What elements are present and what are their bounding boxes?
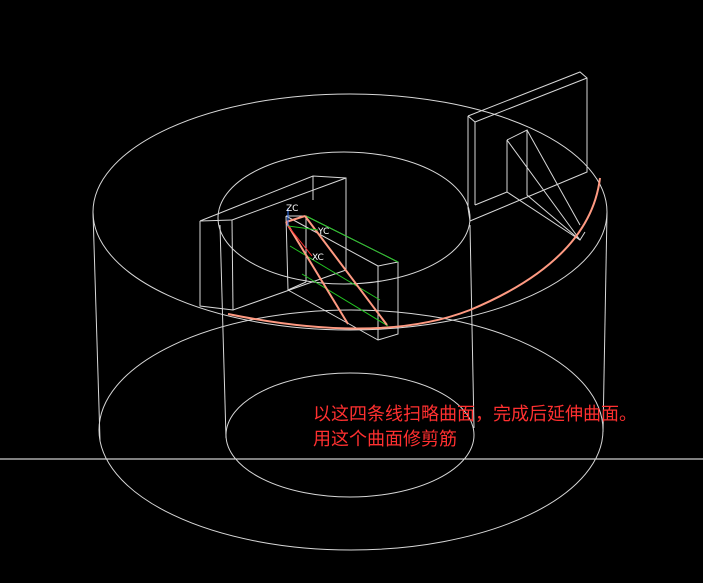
sweep-arc-curve[interactable] bbox=[227, 177, 601, 330]
inner-bore-left-edge bbox=[219, 224, 227, 439]
outer-cylinder-left-edge bbox=[92, 211, 101, 441]
inner-bore-top-ellipse bbox=[217, 151, 471, 285]
annotation-line-2: 用这个曲面修剪筋 bbox=[313, 429, 457, 450]
y-axis-line bbox=[287, 225, 319, 231]
inner-bore bbox=[217, 151, 475, 498]
coordinate-triad: ZC YC XC bbox=[286, 204, 329, 263]
x-axis-label: XC bbox=[312, 253, 324, 263]
sweep-line-1[interactable] bbox=[285, 215, 306, 223]
outer-cylinder-top-ellipse bbox=[92, 93, 608, 331]
z-axis-label: ZC bbox=[286, 204, 298, 214]
outer-cylinder-right-edge bbox=[602, 211, 608, 433]
sweep-guide-curves[interactable] bbox=[227, 177, 601, 330]
y-axis-label: YC bbox=[317, 227, 329, 237]
outer-cylinder bbox=[92, 93, 608, 551]
sweep-line-3[interactable] bbox=[285, 221, 349, 325]
sweep-line-2[interactable] bbox=[304, 215, 388, 326]
x-axis-line bbox=[287, 225, 313, 257]
annotation-line-1: 以这四条线扫略曲面，完成后延伸曲面。 bbox=[313, 404, 637, 425]
annotation-note: 以这四条线扫略曲面，完成后延伸曲面。 用这个曲面修剪筋 bbox=[313, 402, 637, 452]
inner-bore-right-edge bbox=[469, 224, 475, 429]
right-tab-block bbox=[467, 71, 588, 241]
